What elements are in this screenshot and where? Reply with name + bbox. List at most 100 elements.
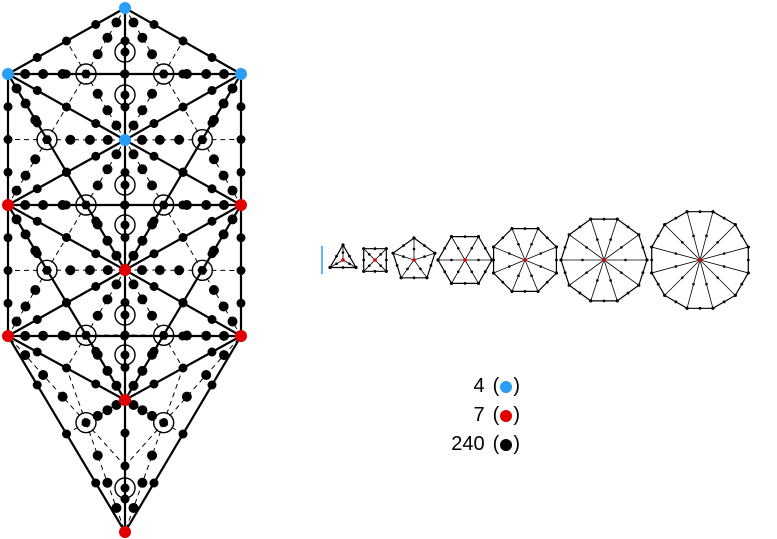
black-point <box>159 69 169 79</box>
polygon-edge-point <box>626 225 630 229</box>
polygon-edge-point <box>341 266 345 269</box>
black-point <box>218 301 229 312</box>
polygon-spoke-point <box>517 274 520 278</box>
dashed-edge <box>124 422 165 533</box>
polygon-vertex <box>615 299 619 303</box>
black-point <box>120 310 130 320</box>
black-point <box>32 86 42 95</box>
black-point <box>91 346 101 356</box>
dashed-edge <box>182 237 203 271</box>
polygon-12 <box>650 210 750 310</box>
black-point <box>128 149 139 160</box>
polygon-spoke-point <box>335 262 338 266</box>
polygon-edge-point <box>674 216 678 220</box>
dashed-edge <box>85 422 126 533</box>
black-point <box>178 363 188 373</box>
polygon-4 <box>362 247 388 273</box>
polygon-edge-point <box>722 300 726 304</box>
polygon-spoke-point <box>379 253 382 256</box>
dashed-edge <box>124 422 165 467</box>
polygon-3 <box>328 243 358 270</box>
polygon-edge-point <box>412 276 416 280</box>
polygon-spoke-point <box>539 252 543 255</box>
black-point <box>137 134 148 145</box>
black-point <box>207 86 217 95</box>
black-point <box>147 88 158 99</box>
black-point <box>92 310 103 321</box>
black-point <box>218 200 229 210</box>
black-point <box>120 47 130 57</box>
black-point <box>227 214 238 225</box>
polygon-edge-point <box>483 270 487 274</box>
black-point <box>38 200 49 210</box>
polygon-vertex <box>354 265 358 270</box>
polygon-spoke-point <box>539 265 543 268</box>
black-point <box>181 391 192 402</box>
black-point <box>149 282 159 291</box>
dashed-edge <box>46 270 67 304</box>
red-point <box>119 394 131 406</box>
black-point <box>159 200 169 210</box>
black-point <box>178 331 188 341</box>
black-point <box>149 20 159 29</box>
polygon-spoke-point <box>406 267 409 271</box>
center-ring <box>36 128 58 151</box>
polygon-spoke-point <box>674 265 678 268</box>
polygon-vertex <box>637 283 641 287</box>
polygon-vertex <box>559 258 563 262</box>
center-ring <box>114 344 136 366</box>
black-point <box>111 279 122 290</box>
black-point <box>137 365 148 376</box>
black-point <box>3 233 13 243</box>
black-point <box>32 53 42 62</box>
polygon-spoke-point <box>450 258 453 262</box>
polygon-edge-point <box>443 270 447 274</box>
polygon-vertex <box>341 243 345 247</box>
polygon-spoke-point <box>620 271 623 274</box>
black-point <box>207 118 217 128</box>
polygon-edge-point <box>656 234 660 238</box>
black-point <box>30 154 41 165</box>
polygon-vertex <box>589 217 593 221</box>
black-point <box>42 265 52 275</box>
polygon-6 <box>436 235 494 285</box>
center-ring <box>114 477 136 499</box>
black-point <box>102 365 113 376</box>
dashed-edge <box>46 139 67 173</box>
black-point <box>149 151 159 161</box>
black-point <box>197 135 207 145</box>
polygon-spoke-point <box>705 234 708 238</box>
polygon-edge-point <box>443 246 447 250</box>
black-point <box>178 429 188 439</box>
black-point <box>61 69 71 79</box>
black-point <box>207 347 217 357</box>
polygon-vertex <box>536 226 540 231</box>
black-point <box>3 102 13 112</box>
black-point <box>201 330 212 341</box>
black-point <box>81 69 91 79</box>
red-point <box>2 330 14 342</box>
polygon-spoke-point <box>681 276 684 279</box>
black-point <box>91 249 101 259</box>
black-point <box>178 69 188 79</box>
black-point <box>120 90 130 100</box>
center-ring <box>152 63 175 85</box>
dashed-edge <box>46 106 67 140</box>
black-point <box>120 483 130 493</box>
black-point <box>201 370 212 380</box>
polygon-spoke-point <box>620 246 623 249</box>
black-point <box>147 310 158 321</box>
polygon-spoke-point <box>507 252 511 255</box>
polygon-spoke-point <box>596 279 599 282</box>
black-point <box>178 167 188 177</box>
polygon-vertex <box>412 236 416 240</box>
polygon-spoke-point <box>609 238 612 241</box>
black-point <box>84 265 95 276</box>
black-point <box>102 235 113 246</box>
black-point <box>111 120 122 131</box>
black-point <box>174 134 185 145</box>
black-point <box>20 350 31 361</box>
black-point <box>120 350 130 360</box>
black-point <box>137 164 148 175</box>
